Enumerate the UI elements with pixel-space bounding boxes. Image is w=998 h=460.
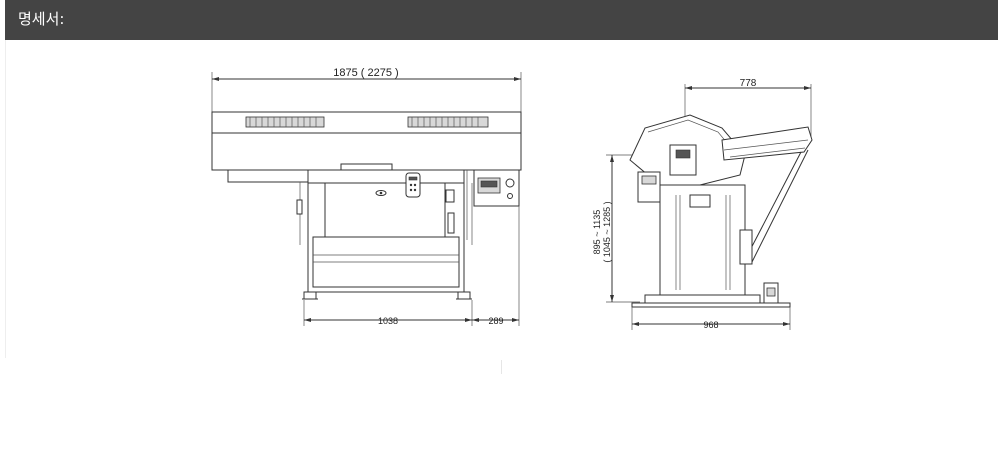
- divider-mark: [501, 360, 502, 374]
- dim-base-width: 1038: [378, 316, 398, 326]
- dim-overall-width: 1875 ( 2275 ): [333, 67, 398, 79]
- section-title: 명세서:: [18, 10, 65, 28]
- dim-height-range-alt: ( 1045 ~ 1285 ): [602, 201, 612, 262]
- dim-side-width: 289: [488, 316, 503, 326]
- dim-top-width: 778: [740, 78, 757, 89]
- front-view: 1875 ( 2275 ): [211, 67, 522, 326]
- dim-height-range: 895 ~ 1135: [592, 210, 602, 255]
- dim-base-width-side: 968: [703, 320, 718, 330]
- side-view: 778 895 ~ 1135 ( 1045 ~ 1285 ): [592, 78, 813, 330]
- section-header: 명세서:: [5, 0, 998, 40]
